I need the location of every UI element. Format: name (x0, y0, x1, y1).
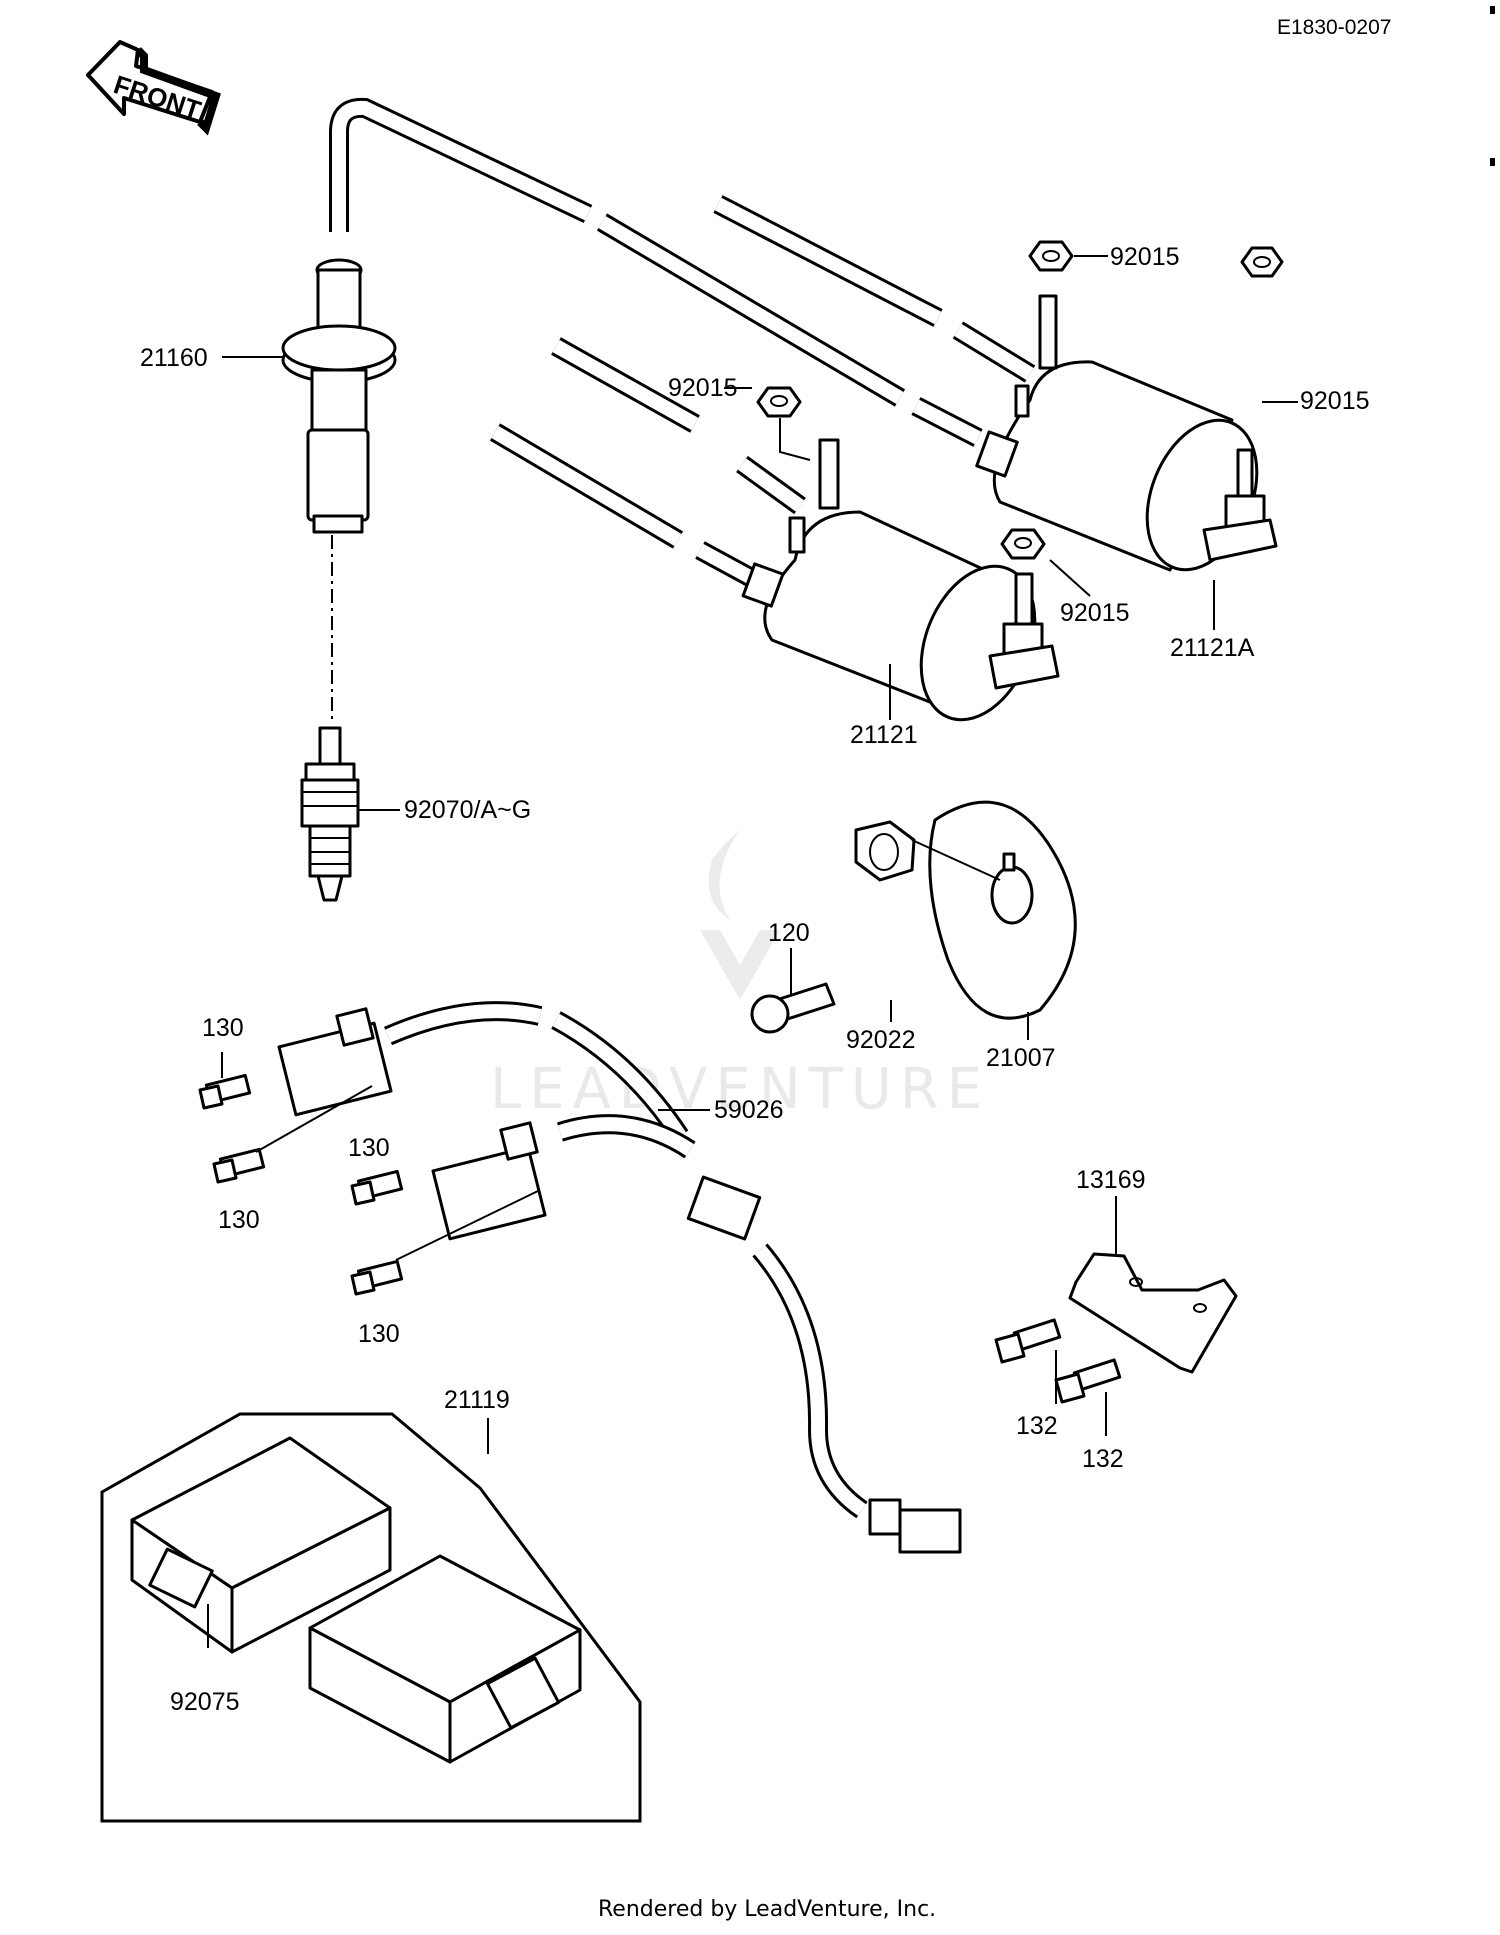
diagram-reference-code: E1830-0207 (1277, 16, 1391, 39)
part-label-132: 132 (1016, 1412, 1058, 1440)
ignition-coil-21121 (489, 337, 1060, 722)
ignition-coil-21121a (713, 195, 1284, 572)
bracket-13169 (994, 1252, 1238, 1404)
part-label-92015: 92015 (1060, 599, 1130, 627)
spark-plug (300, 726, 360, 902)
part-label-120: 120 (768, 919, 810, 947)
part-label-92015: 92015 (668, 374, 738, 402)
part-labels: 21160 92015 92015 92015 92015 21121 2112… (140, 243, 1370, 1716)
part-label-21121: 21121 (850, 721, 918, 749)
part-label-21007: 21007 (986, 1044, 1056, 1072)
part-label-13169: 13169 (1076, 1166, 1146, 1194)
plug-cap-assembly (281, 97, 983, 720)
part-label-21160: 21160 (140, 344, 208, 372)
front-arrow-icon: FRONT (86, 40, 221, 136)
watermark: LEADVENTURE (490, 830, 990, 1122)
part-label-92070: 92070/A~G (404, 796, 531, 824)
part-label-130: 130 (358, 1320, 400, 1348)
pickup-rotor-assembly (750, 800, 1077, 1034)
part-label-92015: 92015 (1110, 243, 1180, 271)
part-label-21121a: 21121A (1170, 634, 1255, 662)
part-label-92075: 92075 (170, 1688, 240, 1716)
part-label-21119: 21119 (444, 1386, 510, 1414)
igniter-harness (198, 1001, 962, 1554)
watermark-text: LEADVENTURE (490, 1057, 990, 1122)
part-label-92022: 92022 (846, 1026, 916, 1054)
cdi-unit-21119 (100, 1412, 642, 1823)
footer-credit: Rendered by LeadVenture, Inc. (598, 1897, 936, 1922)
part-label-130: 130 (202, 1014, 244, 1042)
leader-lines (207, 255, 1298, 1648)
part-label-130: 130 (348, 1134, 390, 1162)
part-label-130: 130 (218, 1206, 260, 1234)
crop-mark (1490, 6, 1495, 14)
crop-mark (1490, 158, 1495, 166)
part-label-59026: 59026 (714, 1096, 784, 1124)
part-label-132: 132 (1082, 1445, 1124, 1473)
part-label-92015: 92015 (1300, 387, 1370, 415)
